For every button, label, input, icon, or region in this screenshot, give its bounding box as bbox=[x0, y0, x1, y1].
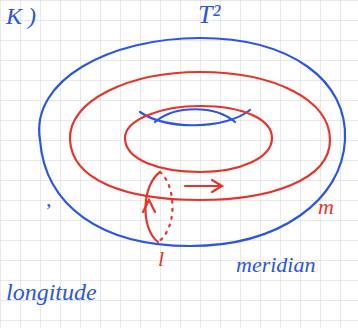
curve-name: meridian bbox=[236, 254, 315, 276]
torus-name: T² bbox=[198, 2, 220, 28]
curve-label: m bbox=[318, 196, 334, 218]
corner-note: K ) bbox=[6, 4, 36, 28]
meridian-curve bbox=[143, 172, 173, 242]
torus-outline bbox=[39, 38, 345, 246]
longitude-curve bbox=[70, 72, 330, 200]
curve-label: l bbox=[158, 248, 164, 270]
curve-name: longitude bbox=[6, 280, 97, 304]
comma-mark: , bbox=[46, 188, 52, 210]
